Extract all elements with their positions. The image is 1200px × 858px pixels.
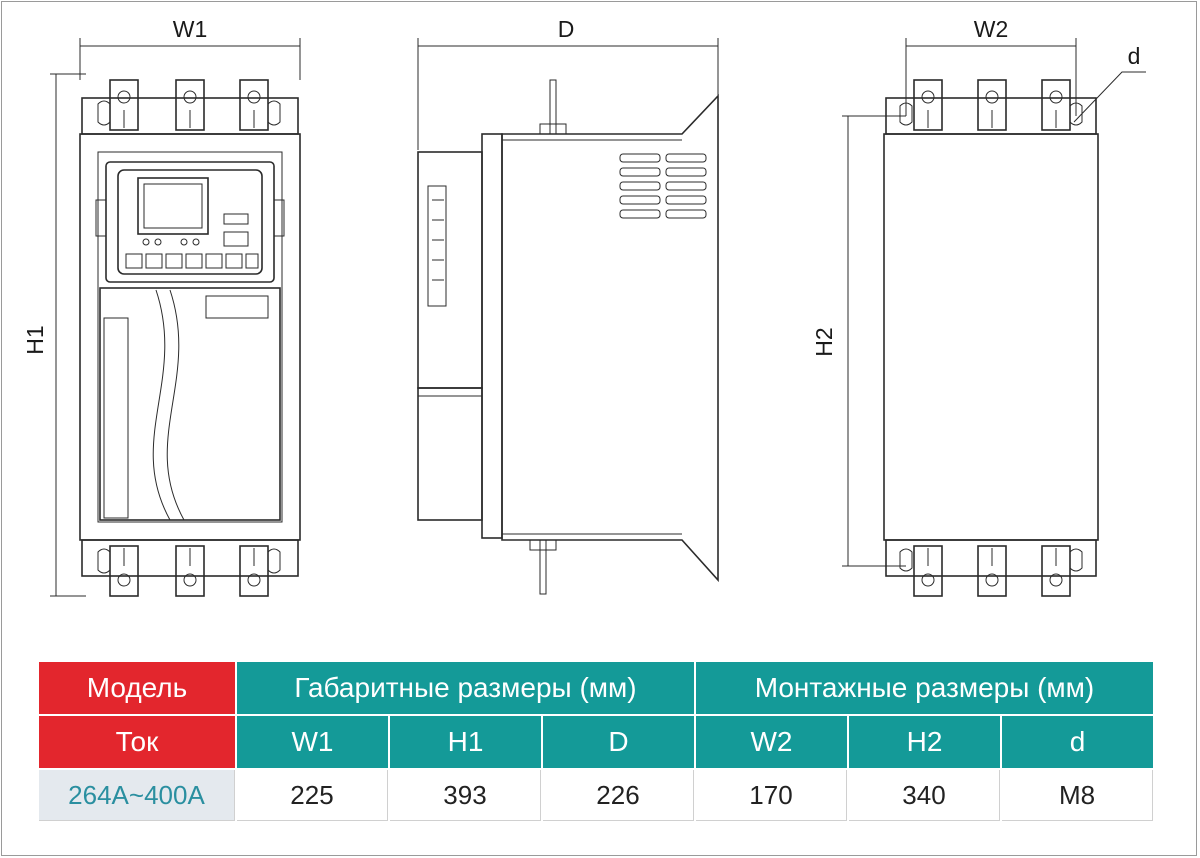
top-terminals — [109, 79, 269, 131]
back-view: W2 d H2 — [811, 16, 1146, 597]
side-housing — [501, 93, 719, 583]
back-body — [883, 133, 1099, 541]
side-busbar-top — [549, 79, 557, 135]
lcd-display — [137, 177, 209, 235]
cell-h1: 393 — [390, 770, 541, 821]
h2-label: H2 — [811, 327, 837, 356]
back-bottom-terminals — [913, 545, 1071, 597]
side-view: D — [417, 16, 719, 595]
keypad-panel — [117, 169, 263, 275]
w1-label: W1 — [173, 16, 208, 42]
col-header-d: D — [543, 716, 694, 768]
keypad-housing — [105, 161, 275, 283]
keypad-latch-right — [273, 199, 285, 237]
side-busbar-bottom-clamp — [529, 539, 557, 551]
bottom-terminal-block — [81, 539, 299, 577]
side-keypad-profile — [427, 185, 447, 307]
back-top-hole-left — [899, 102, 913, 126]
header-overall-dimensions: Габаритные размеры (мм) — [237, 662, 694, 714]
bottom-mount-slot-left — [97, 548, 111, 574]
d-label: D — [558, 16, 575, 42]
back-bottom-hole-right — [1069, 548, 1083, 572]
front-inner-frame — [97, 151, 283, 523]
side-lower-cover — [417, 387, 483, 521]
side-flange — [481, 133, 503, 539]
keypad-latch-left — [95, 199, 107, 237]
side-vents — [619, 153, 707, 219]
col-header-h1: H1 — [390, 716, 541, 768]
front-body — [79, 133, 301, 541]
col-header-h2: H2 — [849, 716, 1000, 768]
bottom-terminals — [109, 545, 269, 597]
back-top-hole-right — [1069, 102, 1083, 126]
header-mounting-dimensions: Монтажные размеры (мм) — [696, 662, 1153, 714]
header-current: Ток — [39, 716, 235, 768]
cell-d: 226 — [543, 770, 694, 821]
side-busbar-bottom — [539, 539, 547, 595]
top-mount-slot-right — [267, 100, 281, 126]
keypad-buttons — [125, 213, 259, 269]
table-header-row-2: Ток W1 H1 D W2 H2 d — [39, 716, 1153, 768]
cell-hole: M8 — [1002, 770, 1153, 821]
d-leader-line — [1073, 71, 1146, 123]
d-hole-label: d — [1128, 43, 1141, 69]
top-mount-slot-left — [97, 100, 111, 126]
col-header-w1: W1 — [237, 716, 388, 768]
table-row: 264A~400A 225 393 226 170 340 M8 — [39, 770, 1153, 821]
table-header-row-1: Модель Габаритные размеры (мм) Монтажные… — [39, 662, 1153, 714]
cell-h2: 340 — [849, 770, 1000, 821]
cell-w2: 170 — [696, 770, 847, 821]
col-header-hole: d — [1002, 716, 1153, 768]
header-model: Модель — [39, 662, 235, 714]
cover-side-rail — [103, 317, 129, 519]
back-top-terminals — [913, 79, 1071, 131]
lcd-screen — [143, 183, 203, 229]
back-bottom-hole-left — [899, 548, 913, 572]
cell-w1: 225 — [237, 770, 388, 821]
cover-curve-1 — [166, 289, 185, 521]
cover-curve-2 — [152, 289, 171, 521]
back-bottom-terminal-block — [885, 539, 1097, 577]
col-header-w2: W2 — [696, 716, 847, 768]
technical-drawing: W1 H1 — [22, 16, 1146, 597]
lower-cover — [99, 287, 281, 521]
w2-label: W2 — [974, 16, 1009, 42]
dimensions-table: Модель Габаритные размеры (мм) Монтажные… — [37, 660, 1155, 823]
cell-model: 264A~400A — [39, 770, 235, 821]
side-busbar-top-clamp — [539, 123, 567, 135]
nameplate — [205, 295, 269, 319]
front-view: W1 H1 — [22, 16, 301, 597]
bottom-mount-slot-right — [267, 548, 281, 574]
h1-label: H1 — [22, 325, 48, 354]
